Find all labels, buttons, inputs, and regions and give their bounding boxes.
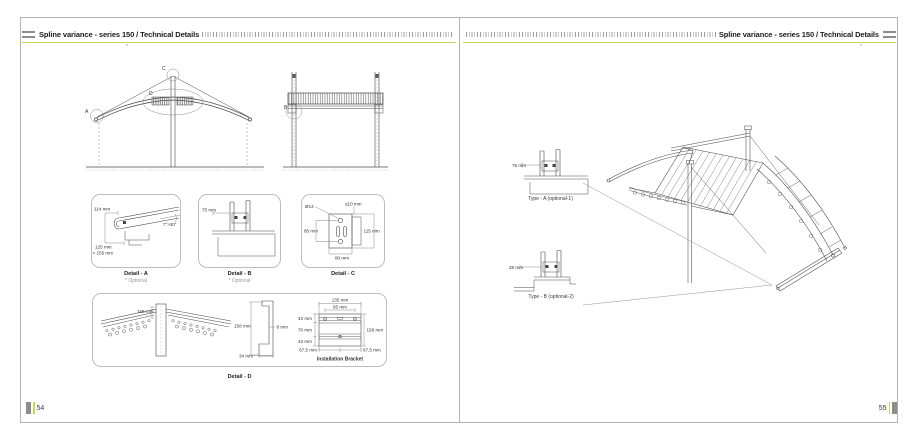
page-number: 54	[36, 404, 45, 412]
footer-left: 54	[26, 402, 44, 414]
side-elevation-drawing: B	[283, 72, 388, 171]
header-underline	[463, 42, 896, 43]
dim-label: > 155 mm	[93, 251, 114, 256]
page-gutter	[459, 17, 460, 423]
section-bars-icon	[883, 31, 896, 38]
detail-a-box: 114 mm 125 mm > 155 mm 7°>30°	[91, 194, 181, 268]
detail-a-drawing: 114 mm 125 mm > 155 mm 7°>30°	[93, 207, 181, 256]
detail-a-note: * Optional	[125, 278, 147, 284]
type-b-drawing: 28 mm	[509, 250, 576, 292]
detail-a-caption: Detail - A	[124, 271, 148, 277]
dim-label: 125 mm	[95, 245, 112, 250]
dim-label: 114 mm	[94, 207, 110, 212]
dim-label: 70 mm	[298, 328, 312, 333]
dim-label: 34 mm	[239, 354, 253, 359]
callout-d: D	[149, 91, 153, 97]
dim-label: 28 mm	[509, 265, 523, 270]
header-footnote-mark: *	[860, 44, 862, 50]
detail-d-caption: Detail - D	[227, 374, 252, 380]
dim-label: 158 mm	[367, 328, 384, 333]
detail-c-box: Ø14 ≤10 mm 85 mm 115 mm 80 mm	[301, 194, 385, 268]
dim-label: 155 mm	[137, 309, 154, 314]
footer-bar-icon	[26, 402, 31, 414]
footer-bar-icon	[892, 402, 897, 414]
type-a-drawing: 75 mm	[512, 149, 589, 195]
dim-label: 158 mm	[234, 324, 251, 329]
detail-b-note: * Optional	[228, 278, 251, 284]
page-title: Spline variance - series 150 / Technical…	[718, 30, 879, 39]
detail-b-drawing: 75 mm	[202, 200, 276, 257]
section-bars-icon	[22, 31, 35, 38]
header-dotted-rule	[202, 32, 453, 37]
header-dotted-rule	[466, 32, 716, 37]
header-left: Spline variance - series 150 / Technical…	[22, 27, 456, 42]
dim-label: 75 mm	[512, 163, 526, 168]
dim-label: 7°>30°	[163, 222, 177, 227]
type-b-caption: Type - B (optional-2)	[528, 294, 574, 300]
dim-label: 43 mm	[298, 316, 312, 321]
page-number: 55	[878, 404, 887, 412]
header-footnote-mark: *	[126, 44, 128, 50]
dim-label: 135 mm	[332, 298, 349, 303]
dim-label: 8 mm	[277, 325, 289, 330]
detail-b-box: 75 mm	[198, 194, 281, 268]
dim-label: 95 mm	[333, 305, 347, 310]
header-underline	[22, 42, 456, 43]
dim-label: 80 mm	[335, 256, 349, 261]
callout-a: A	[85, 109, 89, 115]
footer-accent-line	[888, 402, 890, 414]
type-a-caption: Type - A (optional-1)	[528, 196, 573, 202]
footer-right: 55	[879, 402, 897, 414]
detail-b-caption: Detail - B	[227, 271, 252, 277]
dim-label: 75 mm	[202, 208, 216, 213]
isometric-canopy-drawing	[582, 125, 847, 306]
installation-bracket-caption: Installation Bracket	[317, 357, 363, 363]
header-right: Spline variance - series 150 / Technical…	[463, 27, 896, 42]
detail-d-box: 155 mm 158 mm 8 mm 34 mm	[92, 293, 387, 367]
front-elevation-drawing: A C D	[85, 66, 264, 171]
footer-accent-line	[33, 402, 35, 414]
page-title: Spline variance - series 150 / Technical…	[39, 30, 200, 39]
hook-fringe	[105, 319, 217, 337]
dim-label: 43 mm	[298, 339, 312, 344]
detail-c-drawing: Ø14 ≤10 mm 85 mm 115 mm 80 mm	[304, 202, 380, 261]
callout-c: C	[162, 66, 166, 72]
callout-b: B	[284, 105, 288, 111]
dim-label: 85 mm	[304, 229, 318, 234]
detail-d-drawing: 155 mm 158 mm 8 mm 34 mm	[100, 298, 384, 363]
dim-label: 67,5 mm	[299, 348, 317, 353]
dim-label: 115 mm	[364, 229, 380, 234]
dim-label: 67,5 mm	[363, 348, 381, 353]
dim-label: Ø14	[305, 204, 314, 209]
detail-c-caption: Detail - C	[331, 271, 355, 277]
dim-label: ≤10 mm	[345, 202, 362, 207]
